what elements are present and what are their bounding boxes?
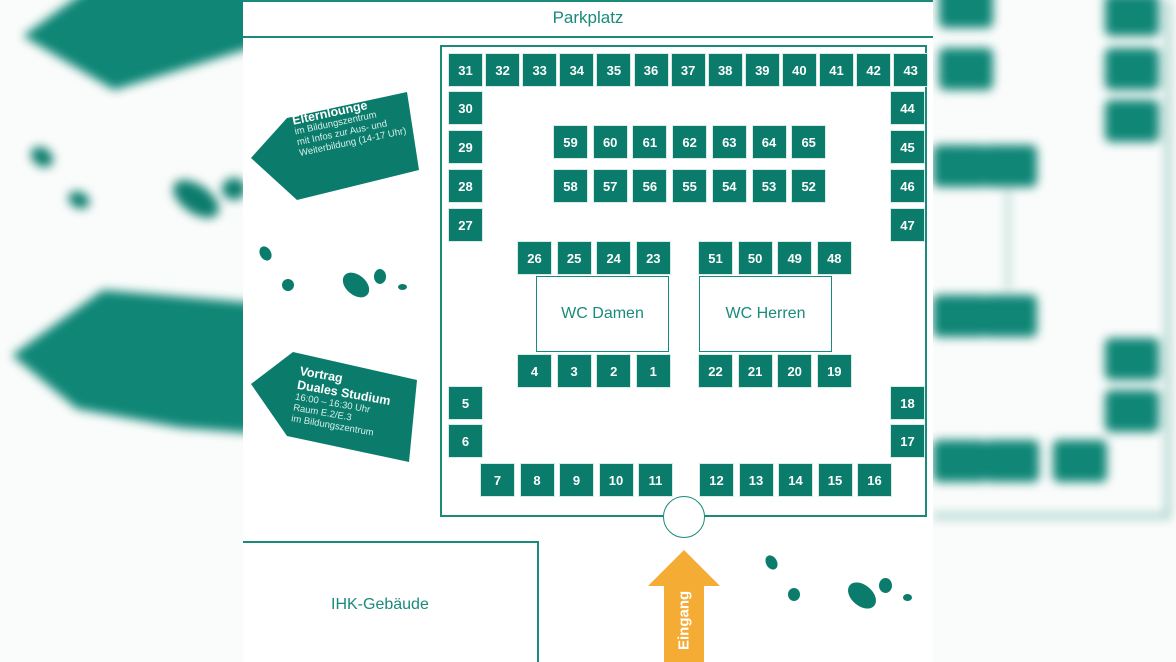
wc-women[interactable]: WC Damen [536,276,669,352]
stand-50[interactable]: 50 [737,241,773,275]
stand-53[interactable]: 53 [751,169,787,203]
stand-61[interactable]: 61 [632,125,668,159]
stand-43[interactable]: 43 [893,53,929,87]
stand-11[interactable]: 11 [638,463,673,497]
stand-14[interactable]: 14 [778,463,813,497]
stand-39[interactable]: 39 [744,53,780,87]
shrub-icon [842,577,882,614]
stand-57[interactable]: 57 [592,169,628,203]
stand-13[interactable]: 13 [738,463,774,497]
stand-8[interactable]: 8 [519,463,555,497]
shrub-icon [282,279,294,291]
stand-32[interactable]: 32 [485,53,521,87]
stand-28[interactable]: 28 [448,169,483,203]
stand-2[interactable]: 2 [596,354,632,388]
stand-4[interactable]: 4 [517,354,552,388]
stand-44[interactable]: 44 [890,91,925,125]
stand-27[interactable]: 27 [448,208,483,242]
parking-divider [243,36,933,38]
stand-49[interactable]: 49 [777,241,813,275]
stand-24[interactable]: 24 [596,241,632,275]
shrub-icon [879,578,892,593]
entrance-label: Eingang [675,590,693,650]
stand-34[interactable]: 34 [559,53,595,87]
shrub-icon [903,594,912,601]
stand-22[interactable]: 22 [698,354,733,388]
stand-15[interactable]: 15 [817,463,853,497]
stand-38[interactable]: 38 [707,53,743,87]
stand-59[interactable]: 59 [553,125,588,159]
stand-42[interactable]: 42 [856,53,892,87]
shrub-icon [788,588,800,601]
stand-55[interactable]: 55 [672,169,708,203]
stand-9[interactable]: 9 [559,463,594,497]
stand-18[interactable]: 18 [890,386,925,420]
entrance-door [663,496,705,538]
floor-plan: Parkplatz Elternlounge im Bildungszentru… [243,0,933,662]
stand-54[interactable]: 54 [711,169,747,203]
stand-64[interactable]: 64 [751,125,787,159]
stand-51[interactable]: 51 [698,241,733,275]
shrub-icon [374,269,386,284]
blurred-backdrop-left [0,0,243,662]
stand-7[interactable]: 7 [480,463,515,497]
stand-30[interactable]: 30 [448,91,483,125]
stand-25[interactable]: 25 [556,241,592,275]
ihk-building-label: IHK-Gebäude [331,596,429,613]
stand-47[interactable]: 47 [890,208,925,242]
stand-5[interactable]: 5 [448,386,483,420]
stand-52[interactable]: 52 [791,169,827,203]
stand-17[interactable]: 17 [890,424,925,458]
stand-58[interactable]: 58 [553,169,588,203]
stand-63[interactable]: 63 [711,125,747,159]
stand-41[interactable]: 41 [819,53,854,87]
stand-21[interactable]: 21 [737,354,773,388]
stand-1[interactable]: 1 [635,354,671,388]
stand-19[interactable]: 19 [816,354,852,388]
stand-12[interactable]: 12 [699,463,734,497]
stand-56[interactable]: 56 [632,169,668,203]
sign-arrow-shape [251,92,419,200]
sign-parents-lounge[interactable]: Elternlounge im Bildungszentrum mit Info… [249,88,419,203]
stand-10[interactable]: 10 [598,463,634,497]
shrub-icon [256,244,275,263]
stand-23[interactable]: 23 [635,241,671,275]
stand-40[interactable]: 40 [781,53,817,87]
stand-33[interactable]: 33 [522,53,558,87]
stand-31[interactable]: 31 [448,53,483,87]
stand-16[interactable]: 16 [857,463,892,497]
stand-3[interactable]: 3 [556,354,592,388]
stand-62[interactable]: 62 [672,125,708,159]
shrub-icon [762,553,781,572]
stand-35[interactable]: 35 [596,53,632,87]
sign-arrow-shape [251,352,417,462]
stand-29[interactable]: 29 [448,130,483,164]
entrance-arrow-icon [648,550,720,662]
top-border-line [243,0,933,2]
stand-37[interactable]: 37 [670,53,706,87]
stand-65[interactable]: 65 [791,125,827,159]
stand-48[interactable]: 48 [816,241,852,275]
parking-label: Parkplatz [552,8,624,27]
sign-talk-dual-study[interactable]: Vortrag Duales Studium 16:00 – 16:30 Uhr… [249,350,419,465]
shrub-icon [398,284,407,290]
stand-60[interactable]: 60 [592,125,628,159]
blurred-backdrop-right [933,0,1176,662]
stand-6[interactable]: 6 [448,424,483,458]
stand-26[interactable]: 26 [517,241,552,275]
stand-36[interactable]: 36 [633,53,669,87]
ihk-building[interactable] [243,541,539,662]
shrub-icon [338,267,374,303]
stand-45[interactable]: 45 [890,130,925,164]
stand-20[interactable]: 20 [777,354,813,388]
stand-46[interactable]: 46 [890,169,925,203]
exhibition-hall [440,45,927,517]
wc-men[interactable]: WC Herren [699,276,832,352]
